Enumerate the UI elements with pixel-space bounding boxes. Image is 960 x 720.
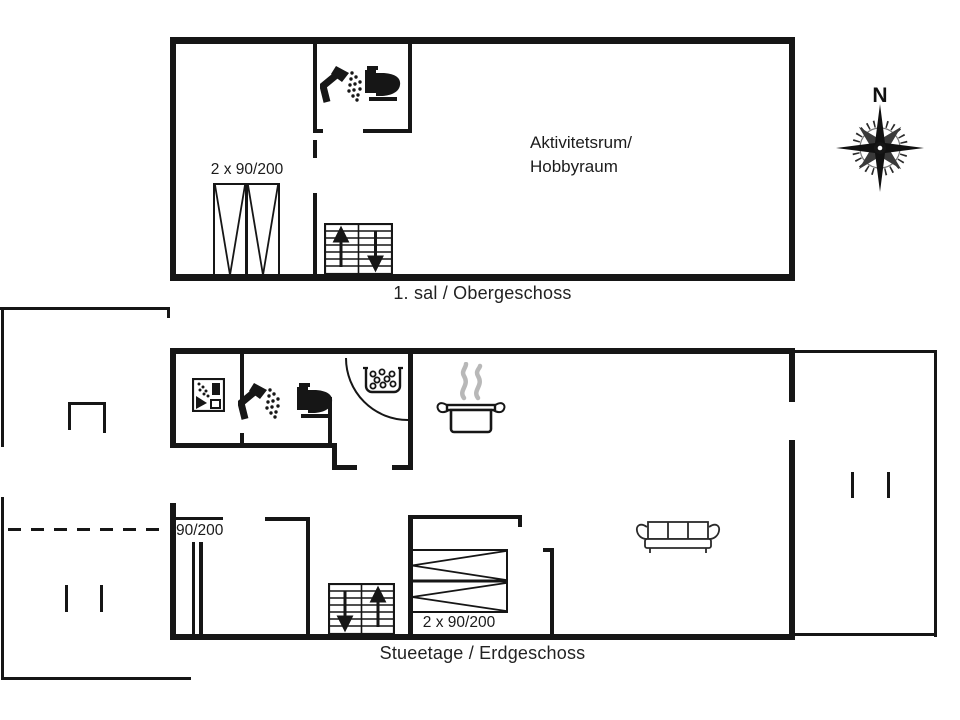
sofa-icon	[635, 521, 721, 553]
upper-floor-caption: 1. sal / Obergeschoss	[393, 283, 572, 303]
double-bed-symbol	[410, 549, 508, 613]
terrace-marking	[100, 585, 103, 612]
wall-segment	[313, 43, 317, 133]
wall-segment	[170, 37, 176, 281]
wall-segment	[392, 465, 412, 470]
wall-segment	[170, 503, 176, 640]
wall-segment	[550, 550, 554, 635]
upper-bed-dimension-label: 2 x 90/200	[210, 161, 284, 178]
ground-floor-caption: Stueetage / Erdgeschoss	[379, 643, 586, 663]
wall-segment	[170, 348, 176, 448]
wall-segment	[170, 37, 795, 44]
wall-segment	[789, 348, 795, 402]
boundary-dashed-line	[8, 528, 164, 531]
terrace-marking	[851, 472, 854, 498]
wall-segment	[789, 440, 795, 640]
wall-segment	[170, 348, 795, 354]
toilet-icon	[365, 66, 401, 101]
terrace-structure	[68, 402, 106, 405]
wall-segment	[518, 515, 522, 527]
ground-bed-dimension-label: 2 x 90/200	[422, 614, 496, 631]
dishwasher-icon	[363, 366, 403, 394]
wall-segment	[170, 274, 795, 281]
door-leaf	[192, 542, 195, 635]
wall-segment	[306, 517, 310, 635]
staircase-ground	[328, 583, 395, 635]
terrace-wall	[1, 307, 4, 447]
wall-segment	[332, 443, 337, 470]
wall-segment	[170, 634, 795, 640]
wall-segment	[313, 129, 323, 133]
compass-rose-icon	[836, 104, 924, 192]
door-swing-arc	[345, 357, 409, 421]
wall-segment	[408, 515, 518, 519]
wall-segment	[240, 433, 244, 445]
wall-segment	[408, 43, 412, 129]
terrace-marking	[65, 585, 68, 612]
washing-machine-icon	[192, 378, 225, 412]
terrace-structure	[68, 402, 71, 430]
wall-segment	[265, 517, 310, 521]
wall-segment	[337, 465, 357, 470]
wall-segment	[313, 193, 317, 274]
cooking-pot-icon	[436, 362, 506, 434]
wall-segment	[363, 129, 412, 133]
room-label-activity-room: Aktivitetsrum/ Hobbyraum	[530, 133, 633, 176]
shower-icon	[320, 66, 362, 103]
wall-segment	[789, 37, 795, 281]
terrace-wall	[795, 350, 937, 353]
toilet-icon	[297, 383, 333, 418]
wall-segment	[408, 354, 413, 470]
shower-icon	[238, 383, 280, 420]
terrace-wall	[934, 350, 937, 637]
wall-segment	[328, 397, 332, 443]
terrace-wall	[1, 677, 191, 680]
wall-segment	[172, 517, 223, 520]
terrace-marking	[887, 472, 890, 498]
door-leaf	[199, 542, 203, 635]
wall-segment	[313, 140, 317, 158]
terrace-wall	[1, 497, 4, 680]
terrace-wall	[0, 307, 170, 310]
door-dimension-label: 90/200	[176, 522, 224, 539]
terrace-structure	[103, 402, 106, 433]
terrace-wall	[167, 307, 170, 318]
compass-north-label: N	[872, 84, 888, 107]
double-bed-symbol	[213, 183, 280, 277]
wall-segment	[173, 443, 337, 448]
staircase-upper	[324, 223, 393, 275]
wall-segment	[240, 354, 244, 405]
wall-segment	[543, 548, 554, 552]
terrace-wall	[795, 633, 937, 636]
